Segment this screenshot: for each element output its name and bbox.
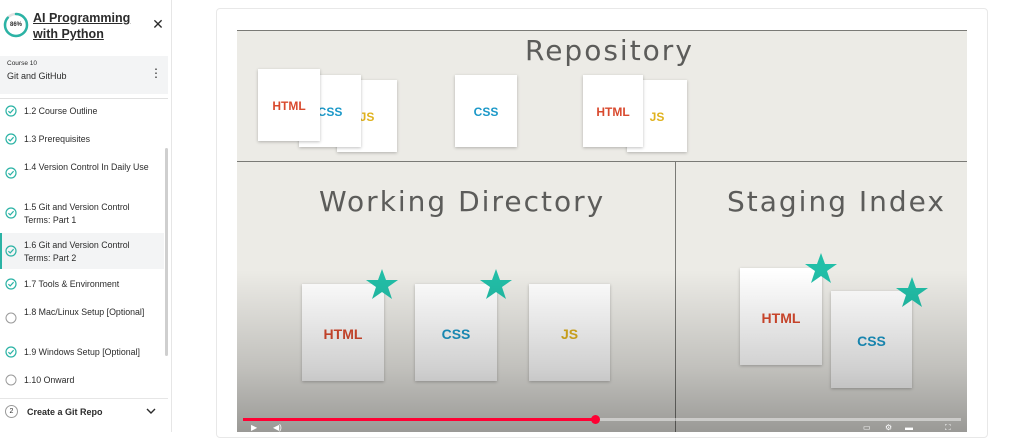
working-file-css: CSS: [415, 284, 497, 381]
repo-file-css-2: CSS: [455, 75, 517, 147]
check-circle-icon: [5, 207, 17, 219]
lesson-item[interactable]: 1.4 Version Control In Daily Use: [0, 156, 164, 190]
sidebar-divider: [0, 98, 168, 99]
lesson-item[interactable]: 1.3 Prerequisites: [0, 129, 164, 149]
video-column-divider: [675, 161, 676, 432]
working-file-html: HTML: [302, 284, 384, 381]
lesson-title: 1.10 Onward: [24, 375, 75, 385]
lesson-item[interactable]: 1.8 Mac/Linux Setup [Optional]: [0, 301, 164, 335]
lesson-title: 1.3 Prerequisites: [24, 134, 91, 144]
video-player[interactable]: Repository Working Directory Staging Ind…: [237, 30, 967, 432]
empty-circle-icon: [5, 312, 17, 324]
staging-index-title: Staging Index: [727, 185, 946, 218]
check-circle-icon: [5, 245, 17, 257]
empty-circle-icon: [5, 374, 17, 386]
lesson-item[interactable]: 1.2 Course Outline: [0, 101, 164, 121]
modified-star-icon: [896, 277, 928, 307]
chevron-down-icon[interactable]: [144, 404, 158, 418]
course-number-label: Course 10: [7, 60, 37, 67]
lesson-item[interactable]: 1.6 Git and Version Control Terms: Part …: [0, 233, 164, 269]
play-icon[interactable]: ▶: [251, 423, 258, 432]
current-course-panel: Course 10 Git and GitHub ⋮: [0, 56, 168, 94]
repository-title: Repository: [525, 34, 694, 67]
lesson-title: 1.9 Windows Setup [Optional]: [24, 347, 140, 357]
modified-star-icon: [480, 269, 512, 299]
check-circle-icon: [5, 105, 17, 117]
check-circle-icon: [5, 278, 17, 290]
section-title: Create a Git Repo: [27, 407, 103, 417]
video-section-divider: [237, 161, 967, 162]
section-number-badge: 2: [5, 405, 18, 418]
staged-file-css: CSS: [831, 291, 912, 388]
video-top-rule: [237, 30, 967, 31]
seekbar-played: [243, 418, 595, 421]
lesson-title: 1.2 Course Outline: [24, 106, 98, 116]
section-item[interactable]: 2 Create a Git Repo: [0, 398, 168, 428]
check-circle-icon: [5, 346, 17, 358]
player-controls: ▶ ◀) ▭ ⚙ ▬ ⛶: [237, 424, 967, 432]
captions-icon[interactable]: ▭: [863, 423, 871, 432]
working-file-js: JS: [529, 284, 610, 381]
check-circle-icon: [5, 133, 17, 145]
lesson-title: 1.4 Version Control In Daily Use: [24, 162, 149, 172]
lesson-title: 1.8 Mac/Linux Setup [Optional]: [24, 307, 145, 317]
working-directory-title: Working Directory: [319, 185, 606, 218]
lesson-item[interactable]: 1.10 Onward: [0, 370, 164, 390]
lesson-title: 1.7 Tools & Environment: [24, 279, 120, 289]
repo-file-html: HTML: [258, 69, 320, 141]
lesson-item[interactable]: 1.7 Tools & Environment: [0, 274, 164, 294]
course-name: Git and GitHub: [7, 71, 67, 81]
seekbar-handle[interactable]: [591, 415, 600, 424]
youtube-logo-icon[interactable]: ▬: [905, 423, 913, 432]
modified-star-icon: [366, 269, 398, 299]
sidebar-header: 86% AI Programming with Python ✕: [0, 0, 172, 54]
lesson-title: 1.6 Git and Version Control Terms: Part …: [24, 240, 130, 263]
fullscreen-icon[interactable]: ⛶: [945, 423, 951, 432]
kebab-menu-icon[interactable]: ⋮: [150, 66, 162, 80]
progress-ring: [3, 12, 29, 38]
repo-file-html-2: HTML: [583, 75, 643, 147]
sidebar-scrollbar[interactable]: [165, 148, 168, 356]
progress-percent: 86%: [9, 22, 22, 28]
check-circle-icon: [5, 167, 17, 179]
course-sidebar: 86% AI Programming with Python ✕ Course …: [0, 0, 172, 432]
settings-gear-icon[interactable]: ⚙: [885, 423, 893, 432]
staged-file-html: HTML: [740, 268, 822, 365]
course-title-link[interactable]: AI Programming with Python: [33, 11, 131, 41]
lesson-title: 1.5 Git and Version Control Terms: Part …: [24, 202, 130, 225]
lesson-item[interactable]: 1.5 Git and Version Control Terms: Part …: [0, 196, 164, 230]
close-icon[interactable]: ✕: [152, 16, 164, 32]
lesson-item[interactable]: 1.9 Windows Setup [Optional]: [0, 342, 164, 362]
video-seekbar[interactable]: [243, 415, 961, 424]
modified-star-icon: [805, 253, 837, 283]
volume-icon[interactable]: ◀): [273, 423, 282, 432]
